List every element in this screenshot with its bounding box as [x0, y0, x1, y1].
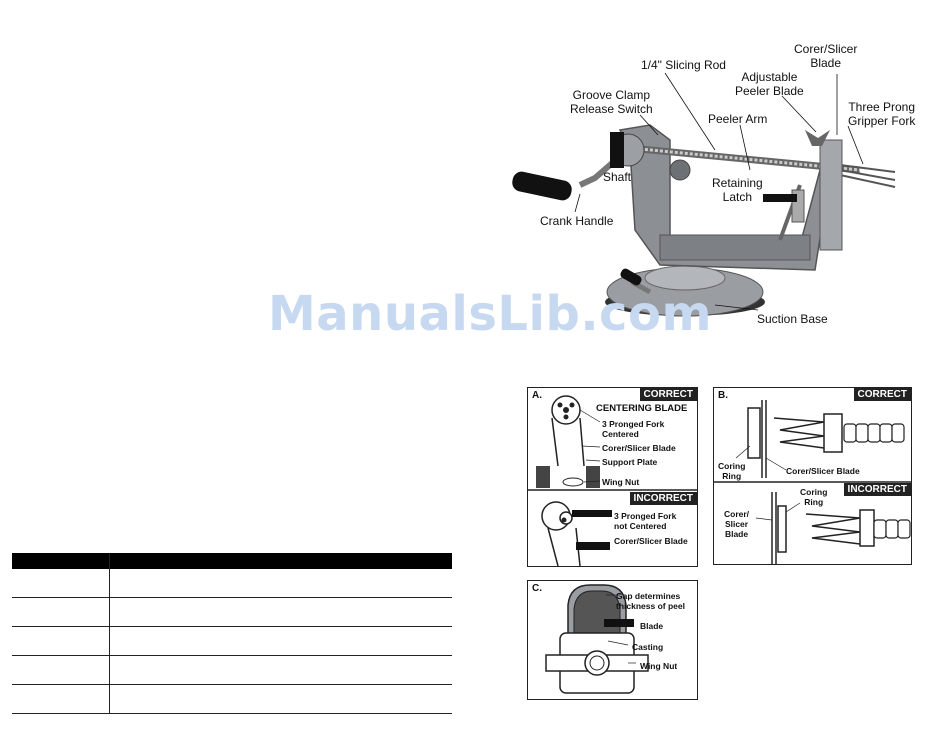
figure-b-corer-blade: Corer/Slicer Blade: [786, 466, 860, 476]
figure-b-corer-blade-2: Corer/ Slicer Blade: [724, 509, 750, 539]
figure-a-correct-tag: CORRECT: [639, 388, 697, 401]
figure-a-support-plate: Support Plate: [602, 457, 658, 467]
label-slicing-rod: 1/4" Slicing Rod: [641, 58, 726, 72]
label-peeler-arm: Peeler Arm: [708, 112, 768, 126]
table-row: [12, 684, 452, 714]
figure-c-drawing: [545, 584, 649, 694]
watermark: ManualsLib.com: [268, 286, 712, 342]
figure-b-incorrect-tag: INCORRECT: [843, 483, 911, 496]
table-row: [12, 597, 452, 627]
figure-a-drawing: [528, 395, 697, 566]
label-suction-base: Suction Base: [757, 312, 828, 326]
label-retaining-latch: Retaining Latch: [712, 176, 763, 204]
figure-a-corer-blade: Corer/Slicer Blade: [602, 443, 676, 453]
table-row: [12, 655, 452, 685]
figure-c-wing-nut: Wing Nut: [640, 661, 678, 671]
figure-b-coring-ring: Coring Ring: [718, 461, 746, 481]
label-crank-handle: Crank Handle: [540, 214, 614, 228]
label-shaft: Shaft: [603, 170, 632, 184]
figure-c-blade: Blade: [640, 621, 664, 631]
label-corer-slicer-blade: Corer/Slicer Blade: [794, 42, 858, 70]
figure-b-letter: B.: [718, 390, 728, 401]
blank-table: [12, 553, 452, 714]
figure-c-gap: Gap determines thickness of peel: [616, 591, 685, 611]
figure-a-incorrect-tag: INCORRECT: [629, 492, 697, 505]
figure-a-panel: A. CORRECT INCORRECT CENTERING BLADE 3 P…: [527, 387, 698, 567]
figure-a-fork-not-centered: 3 Pronged Fork not Centered: [614, 511, 677, 531]
label-adjustable-peeler-blade: Adjustable Peeler Blade: [735, 70, 804, 98]
figure-a-fork-centered: 3 Pronged Fork Centered: [602, 419, 665, 439]
figure-b-coring-ring-2: Coring Ring: [800, 487, 828, 507]
figure-b-panel: B. CORRECT INCORRECT Coring Ri: [713, 387, 912, 565]
label-three-prong-fork: Three Prong Gripper Fork: [848, 100, 916, 128]
figure-a-corer-blade-2: Corer/Slicer Blade: [614, 536, 688, 546]
figure-c-panel: C. Gap determines thickness of peel Blad…: [527, 580, 698, 700]
apple-peeler-diagram: [512, 72, 896, 317]
figure-c-letter: C.: [532, 583, 542, 594]
table-header-row: [12, 553, 452, 569]
figure-b-drawing: [714, 400, 911, 564]
figure-a-letter: A.: [532, 390, 542, 401]
table-row: [12, 569, 452, 598]
figure-c-casting: Casting: [632, 642, 664, 652]
figure-b-correct-tag: CORRECT: [853, 388, 911, 401]
figure-a-centering-title: CENTERING BLADE: [596, 403, 688, 414]
figure-a-wing-nut: Wing Nut: [602, 477, 640, 487]
label-groove-clamp: Groove Clamp Release Switch: [570, 88, 653, 116]
table-row: [12, 626, 452, 656]
